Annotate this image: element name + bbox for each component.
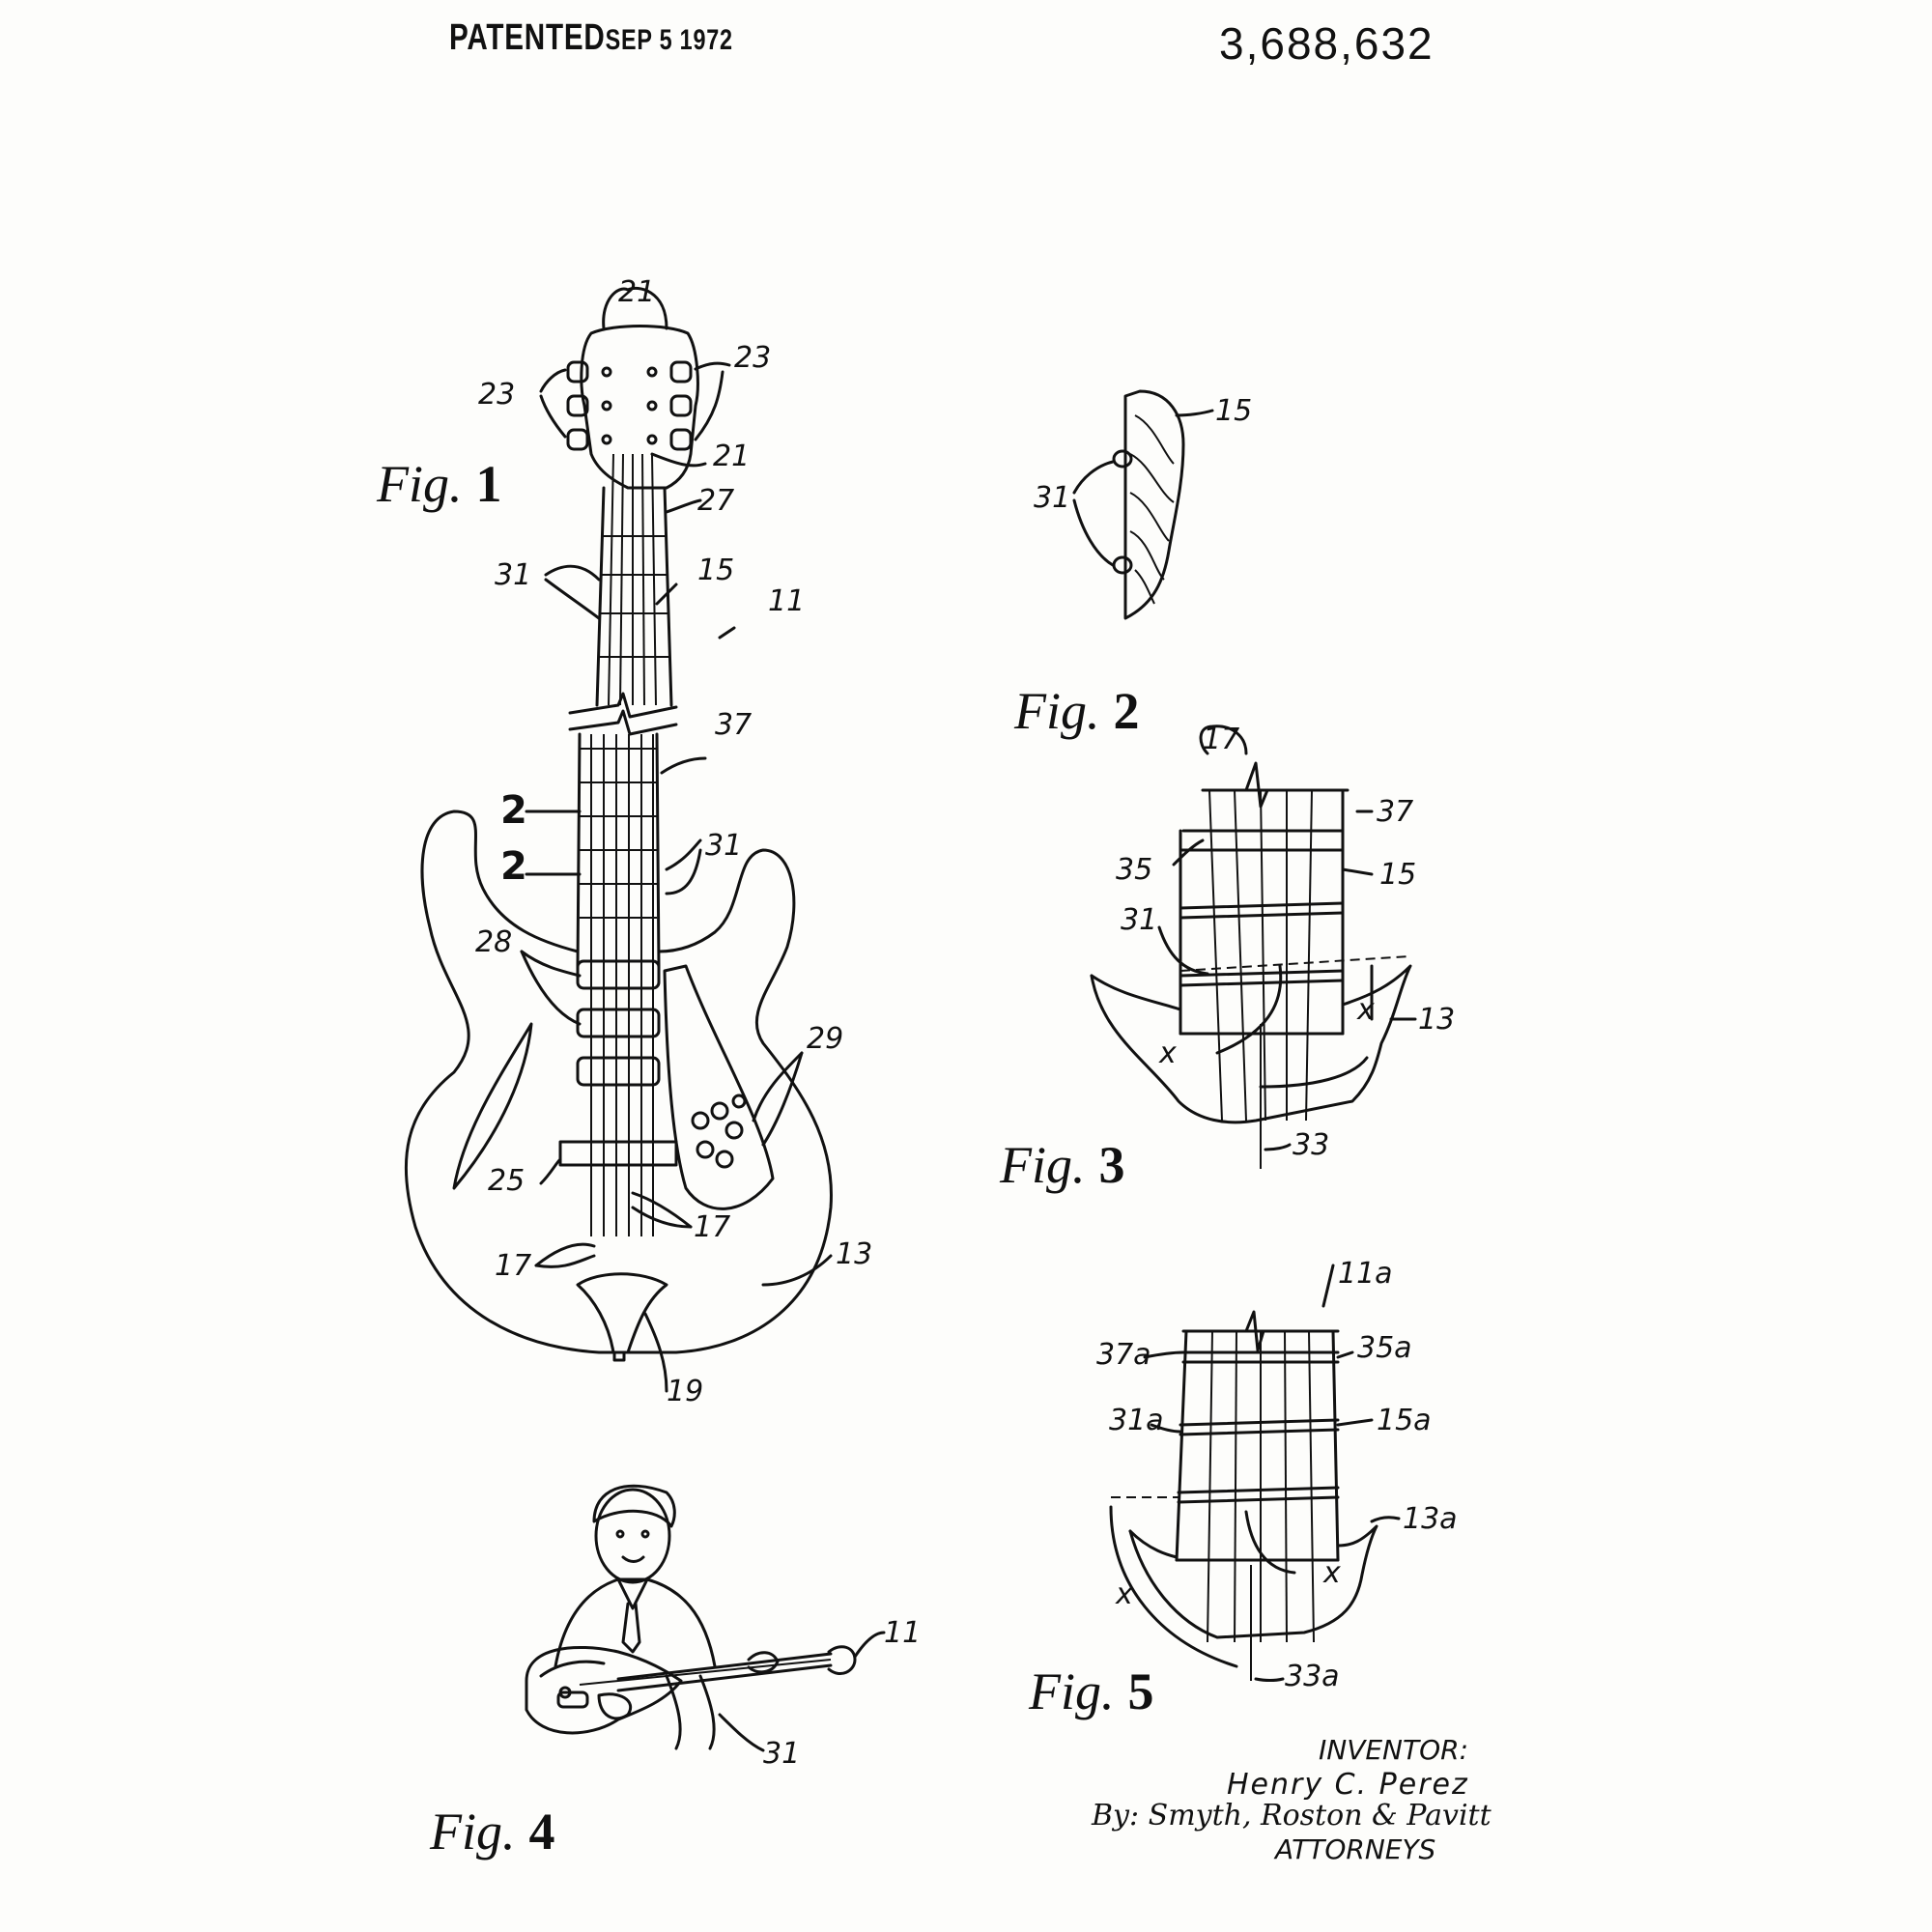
ref-15: 15 xyxy=(697,554,734,587)
fig1-label: Fig.1 xyxy=(377,455,502,513)
attorneys-label: ATTORNEYS xyxy=(1275,1833,1436,1865)
fig5-ref-37a: 37a xyxy=(1096,1338,1151,1372)
ref-2-upper: 2 xyxy=(500,788,527,833)
fig1-guitar-drawing: 21 23 23 21 27 31 15 11 37 2 2 31 28 29 … xyxy=(404,275,872,1408)
fig5-ref-x-left: x xyxy=(1115,1577,1133,1611)
ref-17-left: 17 xyxy=(495,1249,531,1283)
ref-29: 29 xyxy=(807,1022,843,1056)
ref-23-right: 23 xyxy=(734,341,771,375)
fig3-ref-35: 35 xyxy=(1116,853,1152,887)
ref-17-right: 17 xyxy=(694,1210,730,1244)
fig4-ref-11: 11 xyxy=(884,1616,921,1650)
fig3-label: Fig.3 xyxy=(1000,1136,1125,1194)
patented-label: PATENTED xyxy=(449,17,606,58)
fig3-ref-15: 15 xyxy=(1379,858,1416,892)
fig5-fretboard-detail: 11a 37a 35a 31a 15a 13a x x 33a xyxy=(1096,1257,1458,1693)
fig4-player-drawing: 11 31 xyxy=(525,1484,921,1771)
ref-13: 13 xyxy=(836,1237,872,1271)
ref-23-left: 23 xyxy=(478,378,515,412)
fig5-ref-x-right: x xyxy=(1322,1556,1341,1590)
ref-21: 21 xyxy=(618,275,655,309)
ref-19: 19 xyxy=(667,1375,703,1408)
attorney-signature: By: Smyth, Roston & Pavitt xyxy=(1092,1799,1492,1833)
patented-date: SEP 5 1972 xyxy=(605,24,733,56)
fig3-ref-x-left: x xyxy=(1158,1037,1177,1070)
fig3-ref-17: 17 xyxy=(1203,723,1239,756)
fig3-ref-37: 37 xyxy=(1377,795,1413,829)
ref-31-lower: 31 xyxy=(705,829,742,863)
fig5-ref-15a: 15a xyxy=(1377,1404,1432,1437)
fig5-label: Fig.5 xyxy=(1029,1662,1154,1720)
patent-date-header: PATENTEDSEP 5 1972 xyxy=(449,17,733,59)
ref-11: 11 xyxy=(768,584,805,618)
fig5-ref-33a: 33a xyxy=(1285,1660,1340,1693)
ref-21-lower: 21 xyxy=(713,440,750,473)
fig5-ref-13a: 13a xyxy=(1403,1502,1458,1536)
fig3-ref-x-right: x xyxy=(1356,993,1375,1027)
ref-25: 25 xyxy=(488,1164,525,1198)
ref-2-lower: 2 xyxy=(500,844,527,889)
fig4-ref-31: 31 xyxy=(763,1737,800,1771)
fig5-ref-31a: 31a xyxy=(1109,1404,1164,1437)
ref-31: 31 xyxy=(495,558,531,592)
patent-number: 3,688,632 xyxy=(1219,18,1435,69)
inventor-heading: INVENTOR: xyxy=(1319,1734,1469,1766)
fig3-ref-31: 31 xyxy=(1121,903,1157,937)
ref-28: 28 xyxy=(475,925,512,959)
fig2-ref-31: 31 xyxy=(1034,481,1070,515)
ref-37: 37 xyxy=(715,708,752,742)
fig2-label: Fig.2 xyxy=(1014,682,1140,740)
fig3-ref-33: 33 xyxy=(1293,1128,1329,1162)
fig4-label: Fig.4 xyxy=(430,1803,555,1861)
fig3-ref-13: 13 xyxy=(1418,1003,1455,1037)
fig5-ref-35a: 35a xyxy=(1357,1331,1412,1365)
inventor-name: Henry C. Perez xyxy=(1227,1768,1469,1802)
fig2-ref-15: 15 xyxy=(1215,394,1252,428)
fig3-fretboard-detail: 17 37 35 15 31 x x 13 33 xyxy=(1090,723,1455,1169)
fig2-fret-section: 15 31 xyxy=(1034,389,1252,620)
fig5-ref-11a: 11a xyxy=(1338,1257,1393,1291)
ref-27: 27 xyxy=(697,484,734,518)
